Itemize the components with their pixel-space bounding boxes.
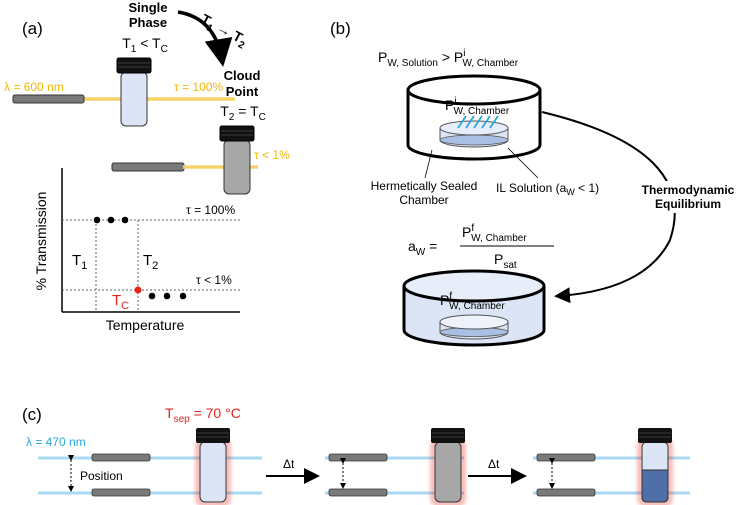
- aw-lhs: aW =: [408, 238, 437, 258]
- x-axis-label: Temperature: [106, 317, 185, 333]
- transmission-plot: % Transmission Temperature τ = 100% τ < …: [33, 168, 240, 333]
- t1-to-t2-label: T1 → T2: [197, 11, 251, 52]
- chamber-final: [402, 269, 546, 347]
- il-solution-label: IL Solution (aW < 1): [496, 181, 599, 197]
- plot-tc-label: TC: [112, 292, 129, 312]
- thermo-label-2: Equilibrium: [655, 197, 721, 211]
- data-point: [93, 216, 101, 224]
- panel-a: (a) Single Phase T1 < TC T1 → T2 λ = 600…: [4, 0, 290, 333]
- plot-t1-label: T1: [72, 252, 87, 272]
- y-axis-label: % Transmission: [33, 192, 49, 291]
- plot-tau-100-label: τ = 100%: [186, 203, 235, 217]
- stage-1: [38, 428, 262, 505]
- data-point: [179, 292, 187, 300]
- chamber-initial: [406, 74, 542, 161]
- single-phase-label-2: Phase: [129, 15, 167, 30]
- transition-arrow: [177, 10, 233, 67]
- il-leader: [507, 147, 539, 179]
- t2-eq-tc-label: T2 = TC: [220, 103, 266, 123]
- panel-c: (c) Tsep = 70 °C λ = 470 nm Position Δt: [22, 405, 690, 505]
- equilibrium-arrow: [541, 111, 676, 304]
- plot-tau-1-label: τ < 1%: [196, 273, 232, 287]
- data-point: [148, 292, 156, 300]
- dt-label-2: Δt: [488, 457, 500, 471]
- hermetic-leader: [424, 149, 433, 179]
- panel-c-label: (c): [22, 405, 42, 424]
- wavelength-600-label: λ = 600 nm: [4, 80, 64, 94]
- data-point-tc: [134, 286, 142, 294]
- stage-2: [325, 428, 465, 505]
- single-phase-label: Single: [128, 0, 167, 15]
- light-source-rod-2: [111, 162, 185, 172]
- data-point: [121, 216, 129, 224]
- vial-cloudy: [219, 125, 255, 195]
- dt-label-1: Δt: [283, 457, 295, 471]
- cloud-point-label: Cloud: [224, 68, 261, 83]
- t1-lt-tc-label: T1 < TC: [122, 35, 168, 55]
- tau-lt-1-top-label: τ < 1%: [254, 148, 290, 162]
- aw-denominator: Psat: [494, 251, 517, 271]
- stage-3: [533, 428, 690, 505]
- position-label: Position: [80, 469, 123, 483]
- panel-b-label: (b): [330, 19, 351, 38]
- data-point: [107, 216, 115, 224]
- data-point: [163, 292, 171, 300]
- hermetic-chamber-label-2: Chamber: [399, 193, 448, 207]
- light-source-rod: [12, 94, 85, 104]
- hermetic-chamber-label: Hermetically Sealed: [371, 179, 478, 193]
- thermo-label: Thermodynamic: [642, 183, 735, 197]
- cloud-point-label-2: Point: [226, 84, 259, 99]
- plot-t2-label: T2: [143, 252, 158, 272]
- tau-100-top-label: τ = 100%: [174, 80, 223, 94]
- tsep-label: Tsep = 70 °C: [165, 405, 241, 425]
- panel-a-label: (a): [22, 19, 43, 38]
- vial-clear: [116, 57, 152, 127]
- wavelength-470-label: λ = 470 nm: [26, 435, 86, 449]
